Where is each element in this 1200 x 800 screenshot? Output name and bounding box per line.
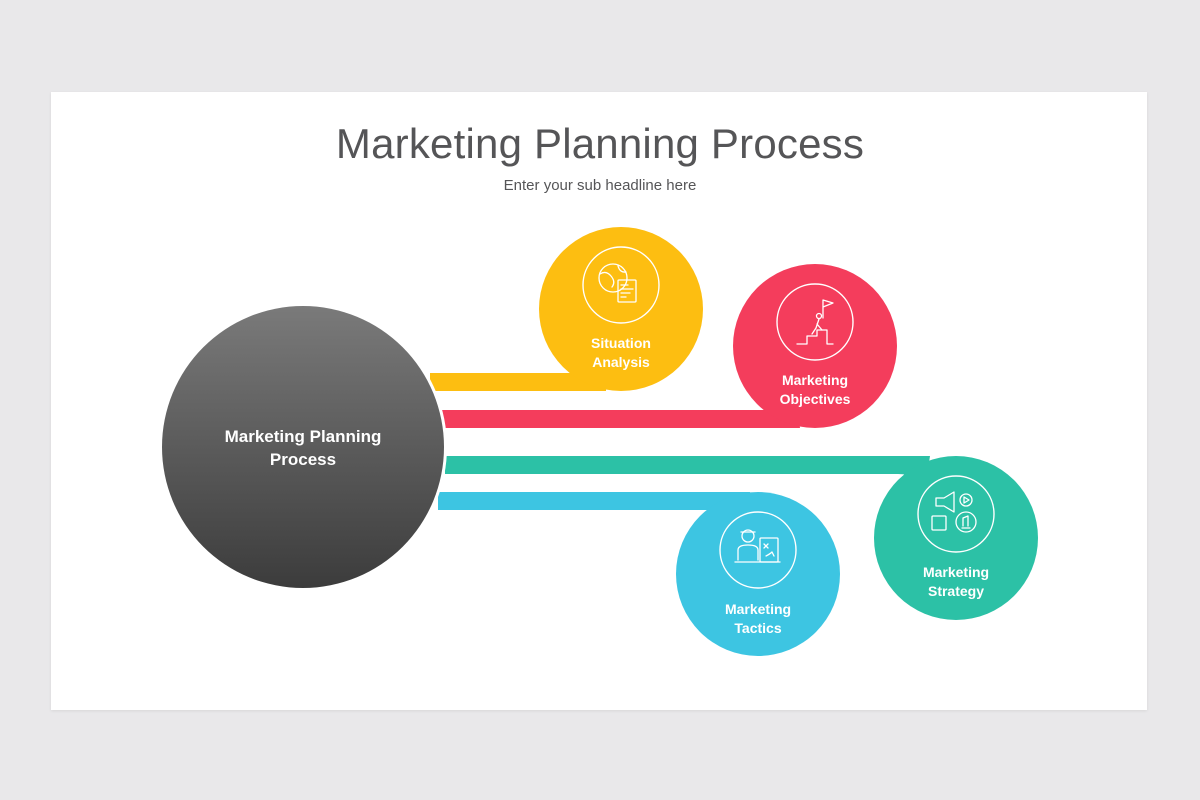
step-label-line1: Situation bbox=[591, 335, 651, 351]
presenter-board-icon bbox=[734, 529, 781, 563]
connector-marketing-tactics bbox=[438, 492, 750, 528]
icon-ring bbox=[776, 283, 854, 361]
step-label-line2: Tactics bbox=[734, 620, 781, 636]
step-situation-analysis: Situation Analysis bbox=[539, 227, 703, 391]
slide-title: Marketing Planning Process bbox=[335, 120, 865, 167]
step-circle bbox=[539, 227, 703, 391]
step-circle bbox=[733, 264, 897, 428]
step-circle bbox=[874, 456, 1038, 620]
connector-marketing-objectives bbox=[440, 395, 800, 428]
globe-document-icon bbox=[598, 263, 637, 303]
connector-marketing-strategy bbox=[445, 456, 930, 490]
step-label-line2: Analysis bbox=[592, 354, 650, 370]
step-marketing-tactics: Marketing Tactics bbox=[676, 492, 840, 656]
megaphone-chess-icon bbox=[931, 491, 977, 533]
icon-ring bbox=[917, 475, 995, 553]
step-label-line1: Marketing bbox=[923, 564, 989, 580]
step-label-line1: Marketing bbox=[725, 601, 791, 617]
center-label-line2: Process bbox=[270, 450, 336, 469]
step-label-line1: Marketing bbox=[782, 372, 848, 388]
step-marketing-objectives: Marketing Objectives bbox=[733, 264, 897, 428]
icon-ring bbox=[719, 511, 797, 589]
step-circle bbox=[676, 492, 840, 656]
flag-summit-icon bbox=[796, 299, 834, 345]
icon-ring bbox=[582, 246, 660, 324]
slide-subtitle: Enter your sub headline here bbox=[503, 177, 697, 194]
step-marketing-strategy: Marketing Strategy bbox=[874, 456, 1038, 620]
center-circle-fill bbox=[162, 306, 444, 588]
step-label-line2: Objectives bbox=[780, 391, 851, 407]
step-label-line2: Strategy bbox=[928, 583, 984, 599]
connector-situation-analysis bbox=[430, 345, 606, 391]
center-label-line1: Marketing Planning bbox=[225, 427, 382, 446]
